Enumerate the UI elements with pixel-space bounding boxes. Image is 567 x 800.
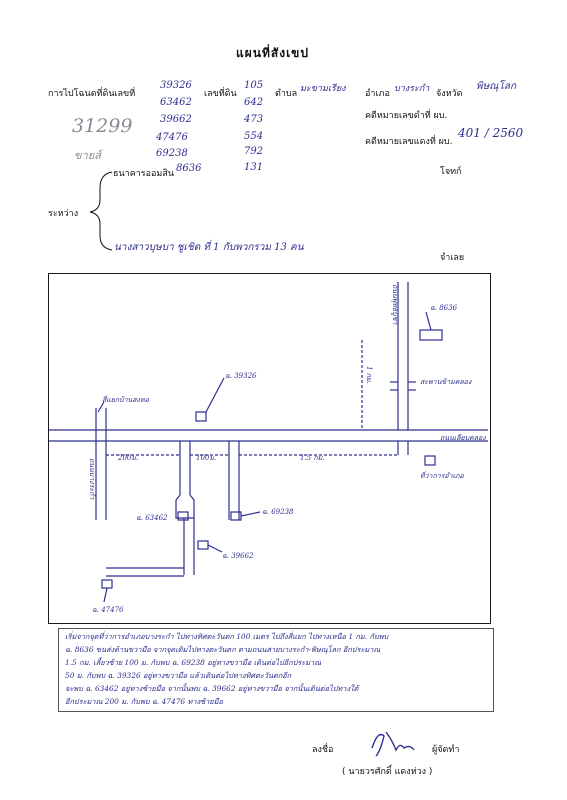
plaintiff-role: โจทก์ xyxy=(440,167,462,177)
label-bridge: สะพานข้ามคลอง xyxy=(420,378,472,386)
leader-junction xyxy=(97,401,105,413)
land-number-1: 105 xyxy=(244,80,264,91)
label-plot-39662: ฉ. 39662 xyxy=(222,552,254,560)
leader-47476 xyxy=(103,587,108,603)
tambon-value: มะขามเรียง xyxy=(300,84,346,94)
label-plot-47476: ฉ. 47476 xyxy=(92,606,124,614)
office-box xyxy=(424,455,436,466)
defendant-name: นางสาวบุษบา ชูเชิด ที่ 1 กับพวกรวม 13 คน xyxy=(114,242,304,253)
plot-39326-box xyxy=(195,411,207,422)
amphoe-label: อำเภอ xyxy=(365,89,390,99)
deed-number-5: 69238 xyxy=(156,148,188,159)
label-dist-15km: 1.5 กม. xyxy=(300,454,324,462)
description-line-3: 1.5 กม. เลี้ยวซ้าย 100 ม. กับพบ ฉ. 69238… xyxy=(65,658,322,667)
plot-63462-box xyxy=(177,511,189,521)
case-red-label: คดีหมายเลขแดงที่ ผบ. xyxy=(365,137,453,147)
label-dist-200: 200ม. xyxy=(117,454,138,462)
role-label: ผู้จัดทำ xyxy=(432,745,460,755)
deed-number-2: 63462 xyxy=(160,97,192,108)
case-red-value: 401 / 2560 xyxy=(458,126,524,140)
land-number-6: 131 xyxy=(244,162,264,173)
description-box: เริ่มจากจุดที่ว่าการอำเภอบางระกำ ไปทางทิ… xyxy=(58,628,494,712)
label-junction: สี่แยกบ้านสงหอ xyxy=(102,394,150,404)
description-line-5: จะพบ ฉ. 63462 อยู่ทางซ้ายมือ จากนั้นพบ ฉ… xyxy=(65,684,359,693)
land-label: เลขที่ดิน xyxy=(204,89,237,99)
label-plot-63462: ฉ. 63462 xyxy=(136,514,168,522)
land-number-3: 473 xyxy=(244,114,264,125)
description-line-2: ฉ. 8636 ขนส่งด้านขวามือ จากจุดเดิมไปทางต… xyxy=(65,645,381,654)
between-label: ระหว่าง xyxy=(48,209,79,219)
land-number-2: 642 xyxy=(244,97,264,108)
label-plot-69238: ฉ. 69238 xyxy=(262,508,294,516)
plaintiff-name: ธนาคารออมสิน xyxy=(113,169,174,179)
description-line-1: เริ่มจากจุดที่ว่าการอำเภอบางระกำ ไปทางทิ… xyxy=(65,632,389,641)
label-hwy-right: ถนนพุทธบูชา xyxy=(391,284,399,326)
mid-road-bend xyxy=(175,494,195,519)
land-number-4: 554 xyxy=(244,131,264,142)
deed-number-1: 39326 xyxy=(160,80,192,91)
plaintiff-extra: 8636 xyxy=(176,163,202,174)
label-road-left: ถนนบางระกำ xyxy=(88,458,96,500)
leader-69238 xyxy=(240,511,261,517)
leader-39326 xyxy=(205,377,225,413)
label-dist-1km: 1 กม. xyxy=(365,366,373,384)
land-number-5: 792 xyxy=(244,146,264,157)
province-value: พิษณุโลก xyxy=(476,81,517,92)
deed-number-4: 47476 xyxy=(156,132,188,143)
leader-8636 xyxy=(425,311,432,331)
description-line-4: 50 ม. กับพบ ฉ. 39326 อยู่ทางขวามือ แล้วเ… xyxy=(65,671,292,680)
deed-number-3: 39662 xyxy=(160,114,192,125)
defendant-role: จำเลย xyxy=(440,253,465,263)
description-line-6: อีกประมาณ 200 ม. กับพบ ฉ. 47476 ทางซ้ายม… xyxy=(65,697,223,706)
page-title: แผนที่สังเขป xyxy=(236,46,309,60)
tambon-label: ตำบล xyxy=(275,89,298,99)
label-plot-8636: ฉ. 8636 xyxy=(430,304,458,312)
case-black-label: คดีหมายเลขดำที่ ผบ. xyxy=(365,111,448,121)
sign-label: ลงชื่อ xyxy=(312,745,334,755)
transfer-label: การไปโฉนดที่ดินเลขที่ xyxy=(48,89,136,99)
signer-name: ( นายวรศักดิ์ แดงห่วง ) xyxy=(342,767,433,777)
pencil-note-number: 31299 xyxy=(72,115,133,137)
label-office: ที่ว่าการอำเภอ xyxy=(420,470,465,480)
label-dist-100: 100ม. xyxy=(196,454,216,462)
province-label: จังหวัด xyxy=(436,89,463,99)
amphoe-value: บางระกำ xyxy=(394,84,430,94)
map-frame xyxy=(48,273,491,624)
leader-39662 xyxy=(207,544,223,553)
label-plot-39326: ฉ. 39326 xyxy=(225,372,257,380)
label-road-top: ถนนเลียบคลอง xyxy=(440,434,486,442)
pencil-note-word: ขายส์ xyxy=(74,149,101,162)
